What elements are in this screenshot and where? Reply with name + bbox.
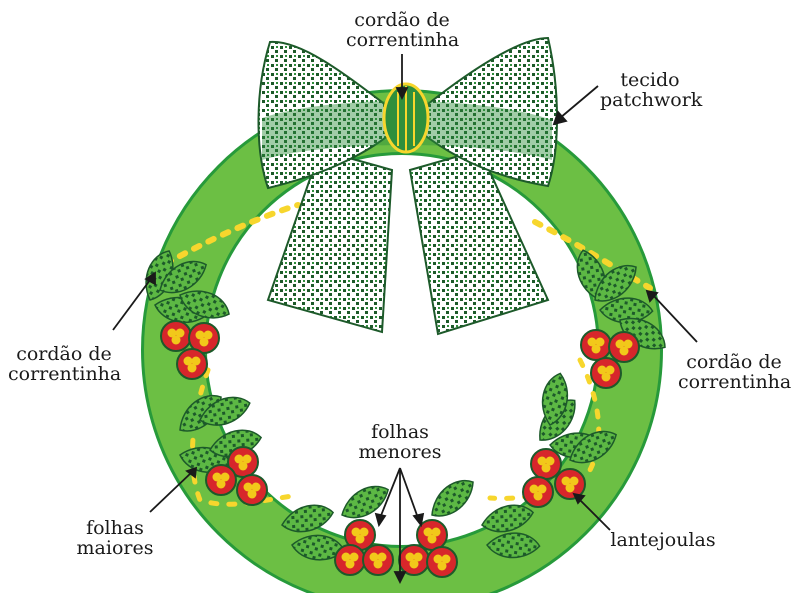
berry <box>237 475 267 505</box>
label-right-cord: cordão de correntinha <box>678 352 790 392</box>
berry <box>177 349 207 379</box>
berry <box>335 545 365 575</box>
label-big-leaves: folhas maiores <box>70 518 160 558</box>
berry <box>531 449 561 479</box>
berry <box>427 547 457 577</box>
label-fabric: tecido patchwork <box>600 70 700 110</box>
arrow-head <box>376 514 385 525</box>
berry <box>161 321 191 351</box>
label-small-leaves: folhas menores <box>350 422 450 462</box>
berry <box>581 330 611 360</box>
label-sequins: lantejoulas <box>598 530 728 550</box>
arrow-head <box>414 514 423 525</box>
label-left-cord: cordão de correntinha <box>8 344 120 384</box>
berry <box>399 545 429 575</box>
label-top-cord: cordão de correntinha <box>346 10 458 50</box>
berry <box>523 477 553 507</box>
berry <box>363 545 393 575</box>
berry <box>206 465 236 495</box>
berry <box>591 358 621 388</box>
berry <box>609 332 639 362</box>
